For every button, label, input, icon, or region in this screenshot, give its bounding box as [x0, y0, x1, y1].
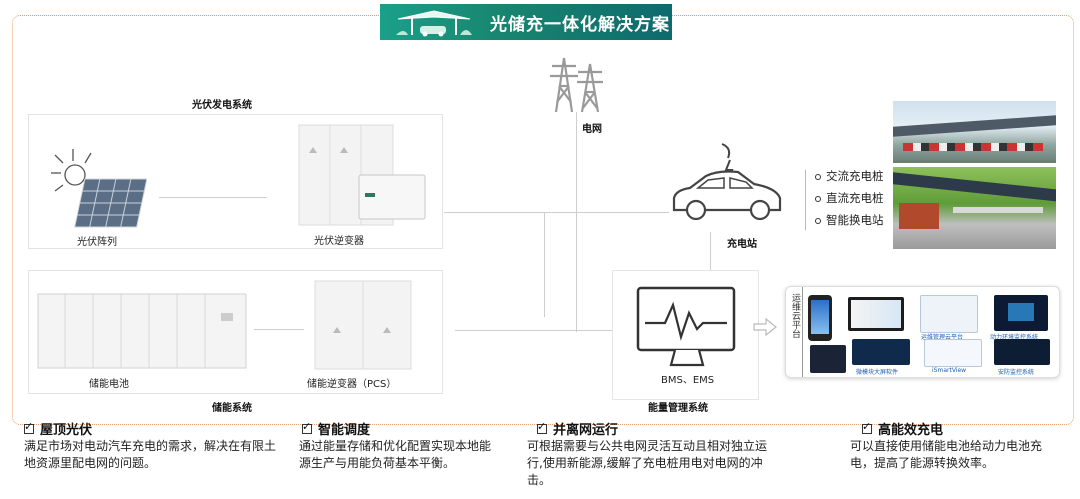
feature-title: 屋顶光伏: [24, 419, 92, 438]
ismart-screen: [924, 339, 982, 367]
feature-title: 并离网运行: [537, 419, 618, 438]
battery-label: 储能电池: [89, 379, 129, 390]
charge-list-bar: [805, 170, 806, 230]
checkbox-icon: [302, 420, 312, 434]
electric-car-icon: [672, 143, 782, 221]
line-grid: [576, 112, 577, 332]
feature-desc: 可根据需要与公共电网灵活互动且相对独立运行,使用新能源,缓解了充电桩用电对电网的…: [527, 439, 768, 487]
power-tower-icon: [550, 57, 603, 113]
charging-item-label: 交流充电桩: [826, 169, 884, 183]
pv-system-panel: 光伏阵列 光伏逆变器: [28, 114, 443, 249]
carport-roof: [893, 115, 1056, 137]
pv-inverter-label: 光伏逆变器: [314, 236, 364, 247]
feature-title-text: 智能调度: [318, 423, 371, 438]
phone-screen: [808, 295, 832, 341]
platform-side-label: 运维云平台: [790, 293, 800, 338]
canopy: [953, 207, 1043, 213]
line-battery-pcs: [254, 329, 304, 330]
bullet-icon: [815, 173, 821, 180]
monitor-label: BMS、EMS: [661, 375, 715, 386]
storage-system-panel: 储能电池 储能逆变器（PCS）: [28, 270, 443, 394]
feature-desc: 可以直接使用储能电池给动力电池充电，提高了能源转换效率。: [850, 439, 1043, 470]
feature-title-text: 并离网运行: [553, 423, 619, 438]
feature-desc: 通过能量存储和优化配置实现本地能源生产与用能负荷基本平衡。: [299, 439, 492, 470]
env-display: [1008, 303, 1034, 321]
charging-station-label: 充电站: [727, 239, 757, 250]
parked-cars: [903, 143, 1043, 151]
desktop-screen: [810, 345, 846, 373]
pv-inverter-cabinet: [298, 124, 426, 226]
storage-system-label: 储能系统: [212, 403, 252, 414]
carport-photo-1: [893, 101, 1056, 163]
ems-panel: BMS、EMS: [612, 270, 759, 400]
charging-item-label: 直流充电桩: [826, 191, 884, 205]
monitor-icon: [636, 286, 736, 367]
bullet-icon: [815, 217, 821, 224]
feature-title-text: 高能效充电: [878, 423, 944, 438]
pv-system-label: 光伏发电系统: [192, 100, 252, 111]
line-bus: [544, 212, 545, 317]
pv-array-label: 光伏阵列: [77, 237, 117, 248]
feature-title: 高能效充电: [862, 419, 943, 438]
dashboard-screen-label: 微模块大屏软件: [856, 369, 899, 376]
carport-photo-2: [893, 167, 1056, 249]
security-screen-label: 安防监控系统: [998, 369, 1035, 376]
tablet-display: [851, 300, 901, 328]
checkbox-icon: [537, 420, 547, 434]
grid-label: 电网: [582, 124, 602, 135]
platform-side-bar: 运维云平台: [786, 287, 803, 377]
line-car-ems: [710, 232, 711, 272]
checkbox-icon: [24, 420, 34, 434]
battery-container: [37, 293, 247, 369]
charging-item: 智能换电站: [815, 209, 884, 231]
building: [899, 203, 939, 229]
title-banner: 光储充一体化解决方案: [380, 4, 672, 40]
checkbox-icon: [862, 420, 872, 434]
line-storage-ems: [455, 330, 615, 331]
env-screen-label: 动力环境监控系统: [990, 334, 1039, 341]
env-screen: [994, 295, 1048, 331]
ems-label: 能量管理系统: [648, 403, 708, 414]
charging-item: 交流充电桩: [815, 165, 884, 187]
platform-panel: 运维云平台 运维管理云平台 动力环境监控系统 微模块大屏软件 iSmartVie…: [785, 286, 1060, 378]
line-array-inverter: [159, 197, 267, 198]
carport-icon: [396, 10, 472, 37]
line-pv-car: [444, 212, 669, 213]
page-title: 光储充一体化解决方案: [490, 14, 670, 35]
phone-display: [811, 300, 829, 334]
dashboard-screen: [852, 339, 910, 365]
carport-roof: [893, 171, 1056, 203]
arrow-right-icon: [753, 318, 777, 336]
pcs-label: 储能逆变器（PCS）: [307, 379, 397, 390]
bullet-icon: [815, 195, 821, 202]
ismart-screen-label: iSmartView: [932, 367, 967, 374]
cloud-screen-label: 运维管理云平台: [921, 334, 964, 341]
charging-items: 交流充电桩 直流充电桩 智能换电站: [815, 165, 884, 231]
pcs-cabinet: [314, 280, 412, 370]
security-screen: [994, 339, 1050, 365]
cloud-screen: [920, 295, 978, 333]
feature-title-text: 屋顶光伏: [40, 423, 93, 438]
solar-panel-icon: [51, 149, 147, 228]
charging-item: 直流充电桩: [815, 187, 884, 209]
feature-title: 智能调度: [302, 419, 370, 438]
charging-item-label: 智能换电站: [826, 213, 884, 227]
tablet-screen: [848, 297, 904, 331]
feature-desc: 满足市场对电动汽车充电的需求，解决在有限土地资源里配电网的问题。: [24, 439, 277, 470]
